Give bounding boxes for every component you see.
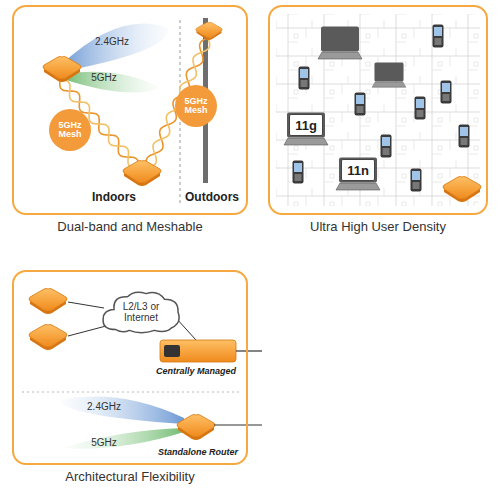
phone-icon [459, 125, 470, 148]
access-point [123, 161, 161, 187]
divider [22, 392, 240, 393]
wire [214, 424, 262, 425]
phone-icon [411, 169, 422, 192]
access-point [196, 22, 222, 40]
mode-label: Centrally Managed [156, 366, 236, 376]
phone-icon [299, 67, 310, 90]
network-cloud: L2/L3 or Internet [99, 288, 183, 336]
mode-label: Standalone Router [158, 447, 238, 457]
node-text: Architectural Flexibility [4, 469, 256, 484]
phone-icon [415, 97, 426, 120]
phone-icon [293, 161, 304, 184]
band-lobe [60, 397, 184, 424]
laptop-icon [336, 158, 380, 191]
panel-frame: Dual-band and Meshable5GHz Mesh5GHz Mesh [12, 5, 248, 215]
access-point [29, 289, 67, 315]
node-text: 11n [347, 163, 369, 178]
location-label: Indoors [92, 190, 136, 204]
node-text: Dual-band and Meshable [4, 219, 256, 234]
panel-frame: Ultra High User Density11g11n [268, 5, 488, 215]
node-text: 5GHz Mesh [51, 121, 89, 140]
laptop-screen: 11g [289, 114, 323, 136]
laptop-icon [318, 27, 362, 60]
density-scene [276, 14, 481, 206]
access-point [443, 177, 481, 203]
mesh-badge: 5GHz Mesh [175, 85, 217, 127]
band-lobe [62, 428, 184, 449]
node-text: L2/L3 or Internet [111, 301, 171, 323]
band-label: 5GHz [91, 72, 117, 83]
phone-icon [441, 81, 452, 104]
band-lobe [64, 72, 160, 93]
laptop-icon [372, 62, 406, 87]
phone-icon [381, 135, 392, 158]
laptop-icon [284, 113, 328, 146]
controller-logo [164, 345, 180, 357]
flexibility-scene [22, 289, 262, 449]
wire [68, 302, 104, 308]
access-point [43, 57, 81, 83]
access-point [177, 415, 215, 441]
node-text: Ultra High User Density [260, 219, 496, 234]
floor-plan [276, 14, 480, 206]
dual-band-scene [43, 18, 222, 205]
mesh-badge: 5GHz Mesh [49, 109, 91, 151]
band-label: 5GHz [91, 437, 117, 448]
phone-icon [355, 93, 366, 116]
wire [68, 326, 106, 336]
location-label: Outdoors [185, 190, 239, 204]
node-text: 5GHz Mesh [177, 97, 215, 116]
wire [236, 350, 262, 351]
controller [160, 340, 236, 362]
access-point [29, 325, 67, 351]
band-label: 2.4GHz [87, 401, 121, 412]
phone-icon [433, 25, 444, 48]
node-text: 11g [295, 118, 317, 133]
band-label: 2.4GHz [95, 36, 129, 47]
laptop-screen: 11n [341, 159, 375, 181]
band-lobe [62, 24, 168, 71]
